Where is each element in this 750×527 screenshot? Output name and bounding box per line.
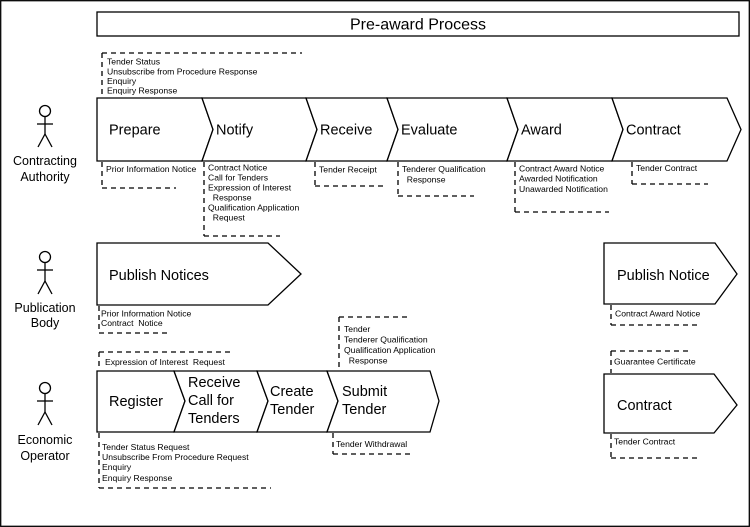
- actor-publication-body: Publication Body: [14, 250, 76, 330]
- message-text: Tender Status: [107, 57, 160, 67]
- message-text: Guarantee Certificate: [614, 357, 696, 367]
- message-text: Enquiry: [102, 462, 132, 472]
- message-text: Enquiry Response: [107, 86, 177, 96]
- message-text: Tender Status Request: [102, 442, 190, 452]
- step-label: Evaluate: [401, 123, 457, 139]
- message-text: Contract Award Notice: [519, 164, 605, 174]
- ca-bottom-message-receive: Tender Receipt: [314, 162, 383, 187]
- pb-message-publish-notices: Prior Information Notice Contract Notice: [98, 306, 191, 334]
- step-label: Contract: [617, 398, 672, 414]
- message-text: Qualification Application: [208, 203, 299, 213]
- message-text: Unawarded Notification: [519, 184, 608, 194]
- step-register: Register: [96, 370, 186, 433]
- message-text: Prior Information Notice: [106, 164, 196, 174]
- eo-process-row: Register Receive Call for Tenders Create…: [96, 316, 738, 489]
- step-award: Award: [506, 97, 624, 162]
- message-text: Tender Withdrawal: [336, 439, 407, 449]
- step-eo-contract: Contract: [603, 373, 738, 434]
- step-label: Tender: [342, 402, 387, 418]
- ca-bottom-message-notify: Contract Notice Call for Tenders Express…: [203, 162, 299, 237]
- step-receive: Receive: [305, 97, 399, 162]
- step-label: Notify: [216, 123, 254, 139]
- eo-message-submit-bottom: Tender Withdrawal: [332, 433, 410, 455]
- stick-figure-icon: [37, 104, 53, 148]
- message-text: Request: [208, 213, 245, 223]
- message-text: Contract Award Notice: [615, 309, 701, 319]
- message-text: Enquiry Response: [102, 473, 172, 483]
- message-text: Qualification Application: [344, 345, 435, 355]
- step-label: Contract: [626, 123, 681, 139]
- ca-top-messages: Tender Status Unsubscribe from Procedure…: [101, 52, 302, 97]
- message-text: Expression of Interest Request: [105, 357, 226, 367]
- ca-bottom-message-award: Contract Award Notice Awarded Notificati…: [514, 162, 609, 213]
- step-evaluate: Evaluate: [386, 97, 519, 162]
- step-notify: Notify: [201, 97, 318, 162]
- message-text: Tender Receipt: [319, 165, 377, 175]
- message-text: Expression of Interest: [208, 183, 292, 193]
- step-contract: Contract: [611, 97, 742, 162]
- step-label: Register: [109, 394, 163, 410]
- message-text: Prior Information Notice: [101, 309, 191, 319]
- step-label: Submit: [342, 384, 387, 400]
- actor-economic-operator: Economic Operator: [18, 381, 73, 463]
- message-text: Response: [344, 356, 388, 366]
- step-publish-notice: Publish Notice: [603, 242, 738, 305]
- ca-bottom-message-evaluate: Tenderer Qualification Response: [397, 162, 486, 197]
- step-label: Tenders: [188, 411, 240, 427]
- actor-label-line: Authority: [20, 170, 70, 184]
- actor-label-line: Contracting: [13, 154, 77, 168]
- message-text: Tender Contract: [614, 437, 676, 447]
- message-text: Contract Notice: [208, 163, 267, 173]
- ca-bottom-message-prepare: Prior Information Notice: [101, 162, 196, 189]
- message-text: Tender: [344, 324, 370, 334]
- actor-label-line: Publication: [14, 301, 75, 315]
- actor-contracting-authority: Contracting Authority: [13, 104, 77, 184]
- message-text: Contract Notice: [101, 318, 163, 328]
- message-text: Unsubscribe From Procedure Request: [102, 452, 249, 462]
- stick-figure-icon: [37, 250, 53, 295]
- eo-message-contract-top: Guarantee Certificate: [610, 350, 696, 373]
- step-submit-tender: Submit Tender: [326, 370, 440, 433]
- step-label: Create: [270, 384, 314, 400]
- pb-message-publish-notice: Contract Award Notice: [610, 305, 701, 326]
- message-text: Call for Tenders: [208, 173, 268, 183]
- eo-message-submit-top: Tender Tenderer Qualification Qualificat…: [338, 316, 435, 370]
- message-text: Tender Contract: [636, 163, 698, 173]
- step-prepare: Prepare: [96, 97, 214, 162]
- actor-label-line: Operator: [20, 449, 69, 463]
- message-text: Response: [208, 193, 252, 203]
- message-text: Awarded Notification: [519, 174, 598, 184]
- step-label: Tender: [270, 402, 315, 418]
- step-label: Publish Notices: [109, 268, 209, 284]
- step-label: Receive: [320, 123, 372, 139]
- step-create-tender: Create Tender: [256, 370, 339, 433]
- actor-label-line: Economic: [18, 433, 73, 447]
- step-receive-call-for-tenders: Receive Call for Tenders: [173, 370, 269, 433]
- diagram-title: Pre-award Process: [350, 17, 486, 34]
- message-text: Unsubscribe from Procedure Response: [107, 67, 258, 77]
- eo-message-contract-bottom: Tender Contract: [610, 434, 700, 459]
- message-text: Enquiry: [107, 76, 137, 86]
- step-label: Publish Notice: [617, 268, 710, 284]
- message-text: Tenderer Qualification: [402, 164, 486, 174]
- message-text: Tenderer Qualification: [344, 335, 428, 345]
- ca-process-row: Prepare Notify Receive Evaluate Award Co…: [96, 52, 742, 237]
- eo-message-register-bottom: Tender Status Request Unsubscribe From P…: [98, 433, 271, 489]
- ca-bottom-message-contract: Tender Contract: [631, 162, 708, 185]
- step-publish-notices: Publish Notices: [96, 242, 302, 306]
- eo-message-register-top: Expression of Interest Request: [98, 351, 230, 370]
- step-label: Receive: [188, 375, 240, 391]
- step-label: Prepare: [109, 123, 161, 139]
- pb-process-row: Publish Notices Publish Notice Prior Inf…: [96, 242, 738, 334]
- stick-figure-icon: [37, 381, 53, 426]
- step-label: Call for: [188, 393, 234, 409]
- message-text: Response: [402, 175, 446, 185]
- title-box: [96, 11, 740, 37]
- actor-label-line: Body: [31, 316, 60, 330]
- step-label: Award: [521, 123, 562, 139]
